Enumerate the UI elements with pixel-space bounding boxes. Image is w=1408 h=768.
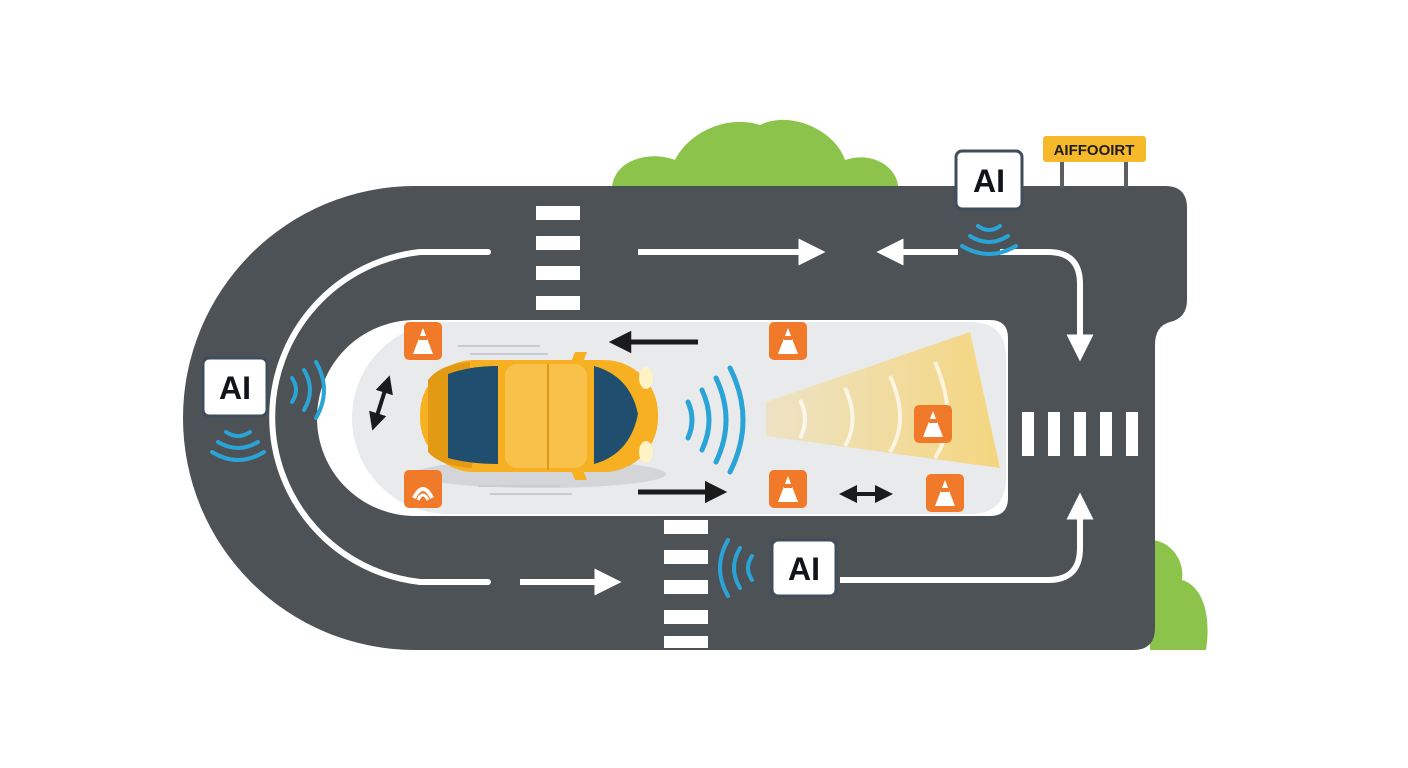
island-arrow-double-vertical <box>369 375 393 431</box>
ai-badge-label: AI <box>973 163 1005 199</box>
ai-badge-label: AI <box>788 551 820 587</box>
bush-top <box>612 119 899 190</box>
crosswalk-top <box>536 206 580 310</box>
traffic-cone-icon <box>404 322 442 360</box>
road-surface <box>183 186 1187 650</box>
bush-right <box>1150 540 1208 650</box>
wireless-signal-icon <box>210 360 326 462</box>
road-sign: AIFFOOIRT <box>1043 136 1146 188</box>
traffic-cone-icon <box>914 405 952 443</box>
lane-arrow-right-up <box>840 492 1094 583</box>
autonomous-car-icon <box>414 352 666 488</box>
wireless-signal-icon <box>960 224 1018 256</box>
lane-arrow-right-down <box>1000 249 1094 362</box>
ai-badge-left: AI <box>201 356 326 462</box>
traffic-cone-icon <box>769 322 807 360</box>
traffic-cone-icon <box>926 474 964 512</box>
ai-badge-label: AI <box>219 370 251 406</box>
traffic-cone-icon <box>404 470 442 508</box>
ai-badge-top-right: AI <box>954 149 1024 256</box>
crosswalk-right <box>1022 412 1138 456</box>
road-sign-label: AIFFOOIRT <box>1054 142 1135 159</box>
wireless-signal-icon <box>718 538 754 598</box>
ai-badge-bottom: AI <box>718 538 838 598</box>
lane-line-loop <box>269 249 491 585</box>
crosswalk-bottom <box>664 520 708 648</box>
traffic-cone-icon <box>769 470 807 508</box>
wireless-signal-icon <box>685 365 746 475</box>
